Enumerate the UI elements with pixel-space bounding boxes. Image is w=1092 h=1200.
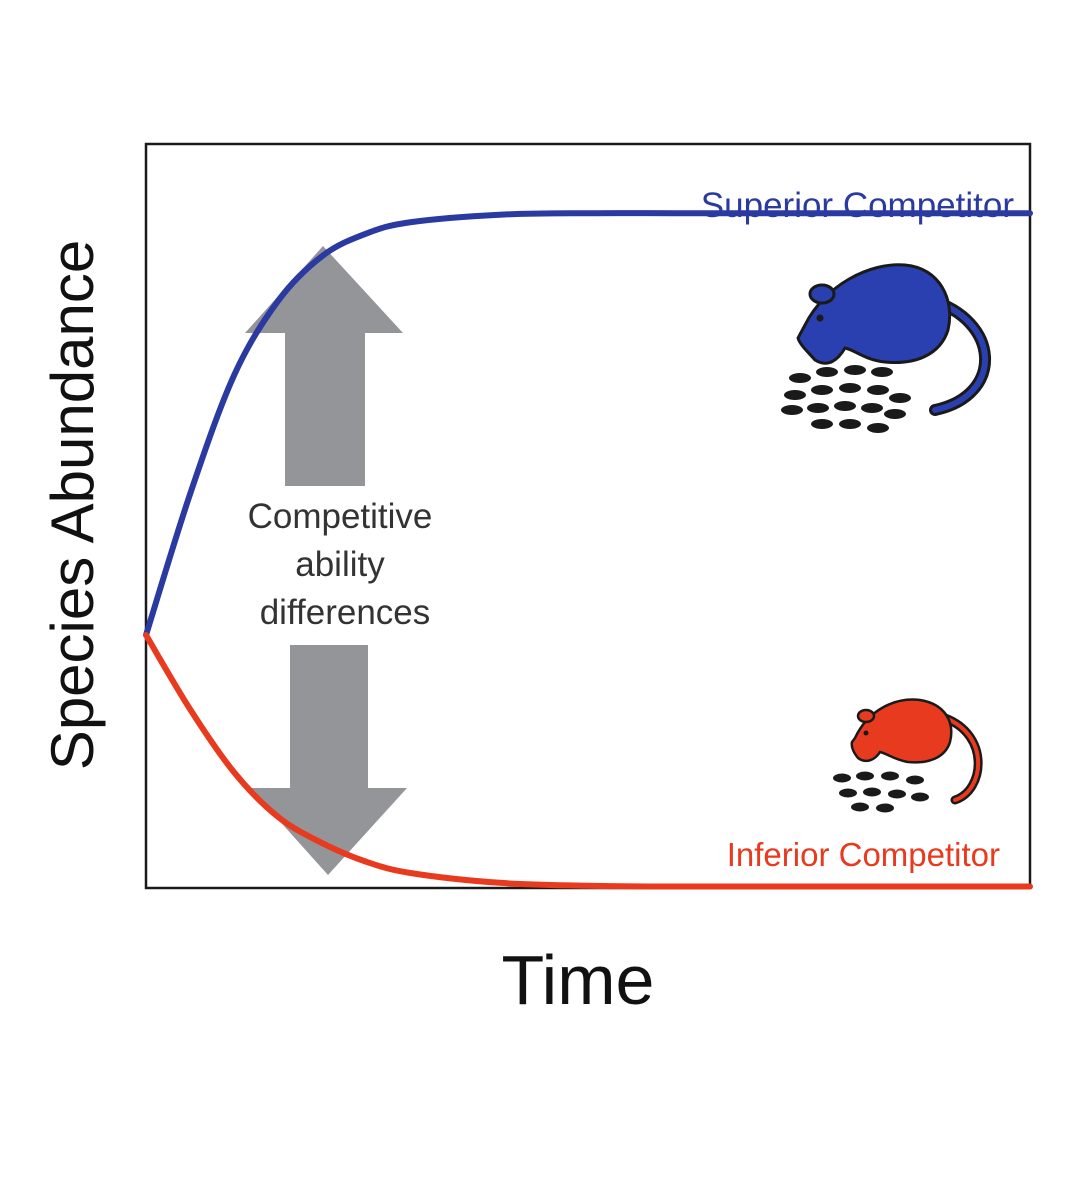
annotation-line-3: differences [260,593,431,632]
series-line-superior [143,210,1033,638]
series-label-superior: Superior Competitor [701,186,1015,225]
down-arrow [250,645,407,875]
y-axis-label: Species Abundance [39,240,106,770]
blue-rodent-body [796,263,952,365]
blue-rodent-eye [816,314,824,322]
red-rodent-tail-fill [943,716,981,802]
annotation-line-2: ability [295,545,385,584]
up-arrow [245,246,403,486]
blue-seeds [781,365,911,433]
red-rodent-eating-seeds-icon [833,698,983,813]
red-rodent-eye [863,730,869,736]
blue-rodent-ear [808,283,836,305]
series-line-inferior [143,632,1033,890]
annotation-line-1: Competitive [248,497,433,536]
red-rodent-ear [856,708,876,724]
blue-rodent-tail-fill [927,297,989,413]
x-axis-label: Time [502,941,655,1019]
series-label-inferior: Inferior Competitor [727,836,1000,873]
blue-rodent-eating-seeds-icon [781,263,992,433]
red-rodent-body [850,698,953,764]
red-seeds [833,771,929,813]
